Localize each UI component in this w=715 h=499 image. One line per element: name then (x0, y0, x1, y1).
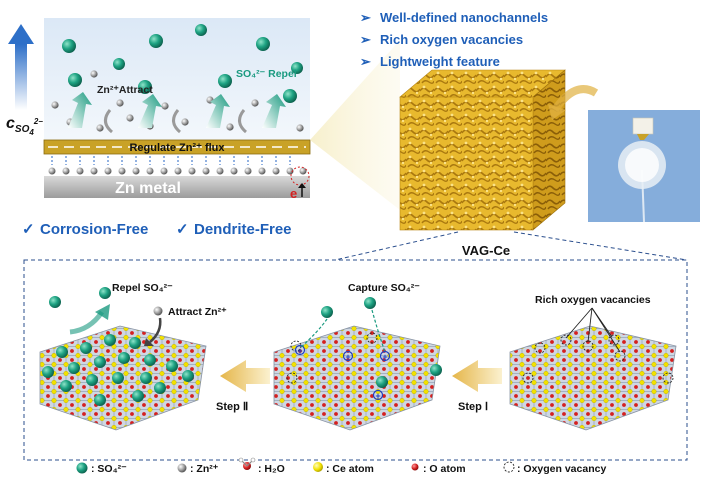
vacancies-label: Rich oxygen vacancies (535, 294, 651, 306)
concentration-label: cSO42− (6, 115, 43, 137)
repel-arrows (68, 92, 286, 128)
feature-item: Rich oxygen vacancies (380, 32, 523, 47)
mechanism-panel (23, 259, 688, 461)
zoom-beam (310, 40, 400, 210)
vag-ce-layer (43, 139, 311, 155)
electron-marker: e (290, 166, 310, 201)
dandelion-photo (588, 110, 700, 223)
check-icon: ✓ (176, 221, 189, 238)
legend-vacancy-label: : Oxygen vacancy (517, 463, 606, 475)
bullet-icon: ➢ (360, 54, 372, 69)
so4-repel-label: SO₄²⁻ Repel (236, 68, 297, 80)
zinc-metal-block (44, 176, 310, 198)
step2-label: Step Ⅱ (216, 401, 248, 413)
captured-sulfate (364, 297, 376, 309)
legend-oxygen-icon (411, 463, 419, 471)
svg-text:+: + (297, 346, 302, 356)
legend-water-label: : H₂O (258, 463, 285, 475)
repel-arrow-bottom (69, 310, 105, 335)
svg-text:+: + (382, 352, 387, 362)
regulate-label: Regulate Zn²⁺ flux (129, 142, 225, 154)
concentration-arrow (8, 24, 34, 110)
zn-attract-label: Zn²⁺Attract (97, 84, 153, 96)
attract-arrow-bottom (149, 317, 162, 343)
feature-item: Lightweight feature (380, 54, 500, 69)
zoom-connectors (334, 231, 688, 261)
step1-label: Step Ⅰ (458, 401, 488, 413)
vag-ce-label: VAG-Ce (462, 243, 510, 258)
legend-water-icon (238, 457, 256, 470)
legend-zinc-icon (177, 463, 187, 473)
slab-initial (509, 325, 677, 431)
legend-sulfate-label: : SO₄²⁻ (91, 463, 127, 475)
step1-arrow (452, 360, 502, 392)
check-icon: ✓ (22, 221, 35, 238)
feature-list: ➢ Well-defined nanochannels ➢ Rich oxyge… (360, 10, 548, 69)
svg-text:e: e (290, 186, 297, 201)
bulk-sulfate-ions (62, 24, 303, 103)
attracted-zinc (153, 306, 163, 316)
dendrite-free-label: Dendrite-Free (194, 221, 292, 238)
attract-label-bottom: Attract Zn²⁺ (168, 306, 227, 318)
legend-zinc-label: : Zn²⁺ (190, 463, 219, 475)
svg-text:+: + (375, 391, 380, 401)
repelled-sulfate (49, 296, 61, 308)
step2-arrow (220, 360, 270, 392)
surface-zinc-row (48, 167, 307, 175)
feature-item: Well-defined nanochannels (380, 10, 548, 25)
legend-cerium-icon (313, 462, 323, 472)
bullet-icon: ➢ (360, 32, 372, 47)
legend-oxygen-label: : O atom (423, 463, 466, 475)
legend-cerium-label: : Ce atom (326, 463, 374, 475)
attract-arrows (104, 109, 248, 134)
capture-label: Capture SO₄²⁻ (348, 282, 420, 294)
svg-text:+: + (345, 352, 350, 362)
vacancy-pointers (565, 307, 621, 353)
zn-metal-label: Zn metal (115, 180, 181, 197)
legend-vacancy-icon (503, 461, 515, 473)
corrosion-free-label: Corrosion-Free (40, 221, 148, 238)
repelled-sulfate (99, 287, 111, 299)
bullet-icon: ➢ (360, 10, 372, 25)
aerogel-cube (399, 69, 566, 231)
flux-arrows (51, 156, 291, 165)
repel-label-bottom: Repel SO₄²⁻ (112, 282, 173, 294)
legend: : SO₄²⁻ : Zn²⁺ : H₂O : Ce atom : O atom … (76, 457, 606, 475)
slab-step1: + + + + (273, 325, 442, 431)
photo-arrow (551, 85, 599, 113)
slab-step2 (39, 325, 207, 431)
captured-sulfate (321, 306, 333, 318)
legend-sulfate-icon (76, 462, 88, 474)
